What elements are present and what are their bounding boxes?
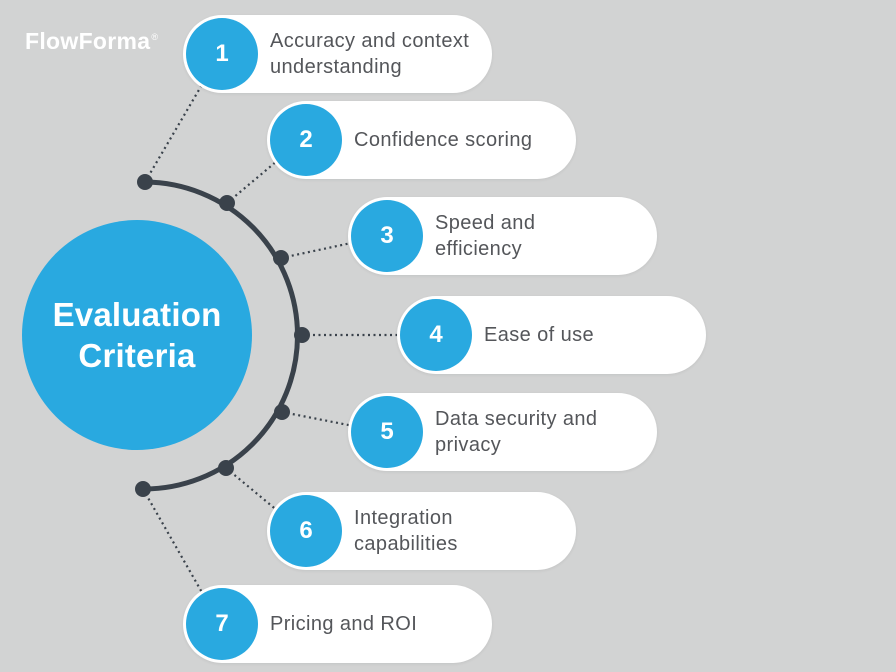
central-title-line-2: Criteria — [78, 337, 196, 374]
criterion-item-7: 7 Pricing and ROI — [183, 585, 492, 663]
arc-node-1 — [137, 174, 153, 190]
brand-logo: FlowForma® — [25, 28, 158, 55]
criterion-label-2: Confidence scoring — [354, 129, 533, 151]
arc-node-3 — [273, 250, 289, 266]
criterion-item-1: 1 Accuracy and context understanding — [183, 15, 492, 93]
criterion-number-badge-1: 1 — [186, 18, 258, 90]
connector-line-7 — [142, 488, 221, 625]
criterion-number-badge-3: 3 — [351, 200, 423, 272]
criterion-label-6: Integration capabilities — [354, 507, 458, 555]
central-title-line-1: Evaluation — [52, 296, 222, 333]
criterion-item-3: 3 Speed and efficiency — [348, 197, 657, 275]
registered-trademark-icon: ® — [151, 32, 159, 43]
criterion-item-6: 6 Integration capabilities — [267, 492, 576, 570]
criterion-label-7: Pricing and ROI — [270, 613, 418, 635]
brand-logo-text: FlowForma — [25, 28, 151, 54]
connector-line-5 — [281, 410, 385, 434]
criterion-label-1: Accuracy and context understanding — [270, 30, 470, 78]
criterion-item-4: 4 Ease of use — [397, 296, 706, 374]
criterion-item-5: 5 Data security and privacy — [348, 393, 657, 471]
criterion-number-badge-4: 4 — [400, 299, 472, 371]
criterion-label-5: Data security and privacy — [435, 408, 598, 456]
arc-node-6 — [218, 460, 234, 476]
arc-node-7 — [135, 481, 151, 497]
central-title: Evaluation Criteria — [53, 294, 222, 376]
criterion-item-2: 2 Confidence scoring — [267, 101, 576, 179]
arc-node-4 — [294, 327, 310, 343]
criterion-label-3: Speed and efficiency — [435, 212, 536, 260]
criterion-number-badge-2: 2 — [270, 104, 342, 176]
arc-node-5 — [274, 404, 290, 420]
criterion-number-badge-7: 7 — [186, 588, 258, 660]
criterion-number-badge-5: 5 — [351, 396, 423, 468]
criterion-number-badge-6: 6 — [270, 495, 342, 567]
central-topic-circle: Evaluation Criteria — [22, 220, 252, 450]
connector-line-3 — [280, 234, 385, 260]
arc-node-2 — [219, 195, 235, 211]
criterion-label-4: Ease of use — [484, 324, 595, 346]
